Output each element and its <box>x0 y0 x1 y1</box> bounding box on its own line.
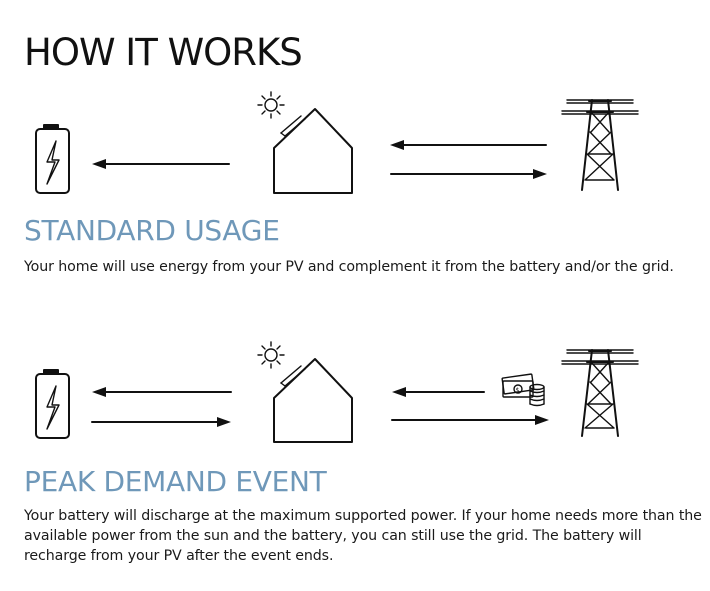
standard-usage-diagram <box>0 88 710 208</box>
sun-icon <box>257 91 285 119</box>
battery-icon <box>35 124 70 194</box>
money-icon: $ <box>501 373 545 407</box>
section-body-standard-usage: Your home will use energy from your PV a… <box>24 259 674 275</box>
transmission-tower-icon <box>561 99 639 191</box>
arrow-left-icon <box>92 387 232 397</box>
section-body-peak-demand-event: Your battery will discharge at the maxim… <box>24 508 702 564</box>
arrow-left-icon <box>390 140 547 150</box>
peak-demand-diagram: $ <box>0 336 710 456</box>
sun-icon <box>257 341 285 369</box>
arrow-left-icon <box>392 387 485 397</box>
house-icon <box>273 358 353 443</box>
solar-panel-icon <box>280 365 306 387</box>
arrow-right-icon <box>391 415 549 425</box>
house-icon <box>273 108 353 194</box>
svg-text:$: $ <box>516 387 520 394</box>
arrow-right-icon <box>91 417 231 427</box>
page-title: HOW IT WORKS <box>24 31 303 74</box>
section-heading-standard-usage: STANDARD USAGE <box>24 214 280 247</box>
solar-panel-icon <box>280 115 306 137</box>
arrow-right-icon <box>390 169 547 179</box>
arrow-left-icon <box>92 159 230 169</box>
battery-icon <box>35 369 70 439</box>
section-heading-peak-demand-event: PEAK DEMAND EVENT <box>24 465 327 498</box>
transmission-tower-icon <box>561 349 639 437</box>
